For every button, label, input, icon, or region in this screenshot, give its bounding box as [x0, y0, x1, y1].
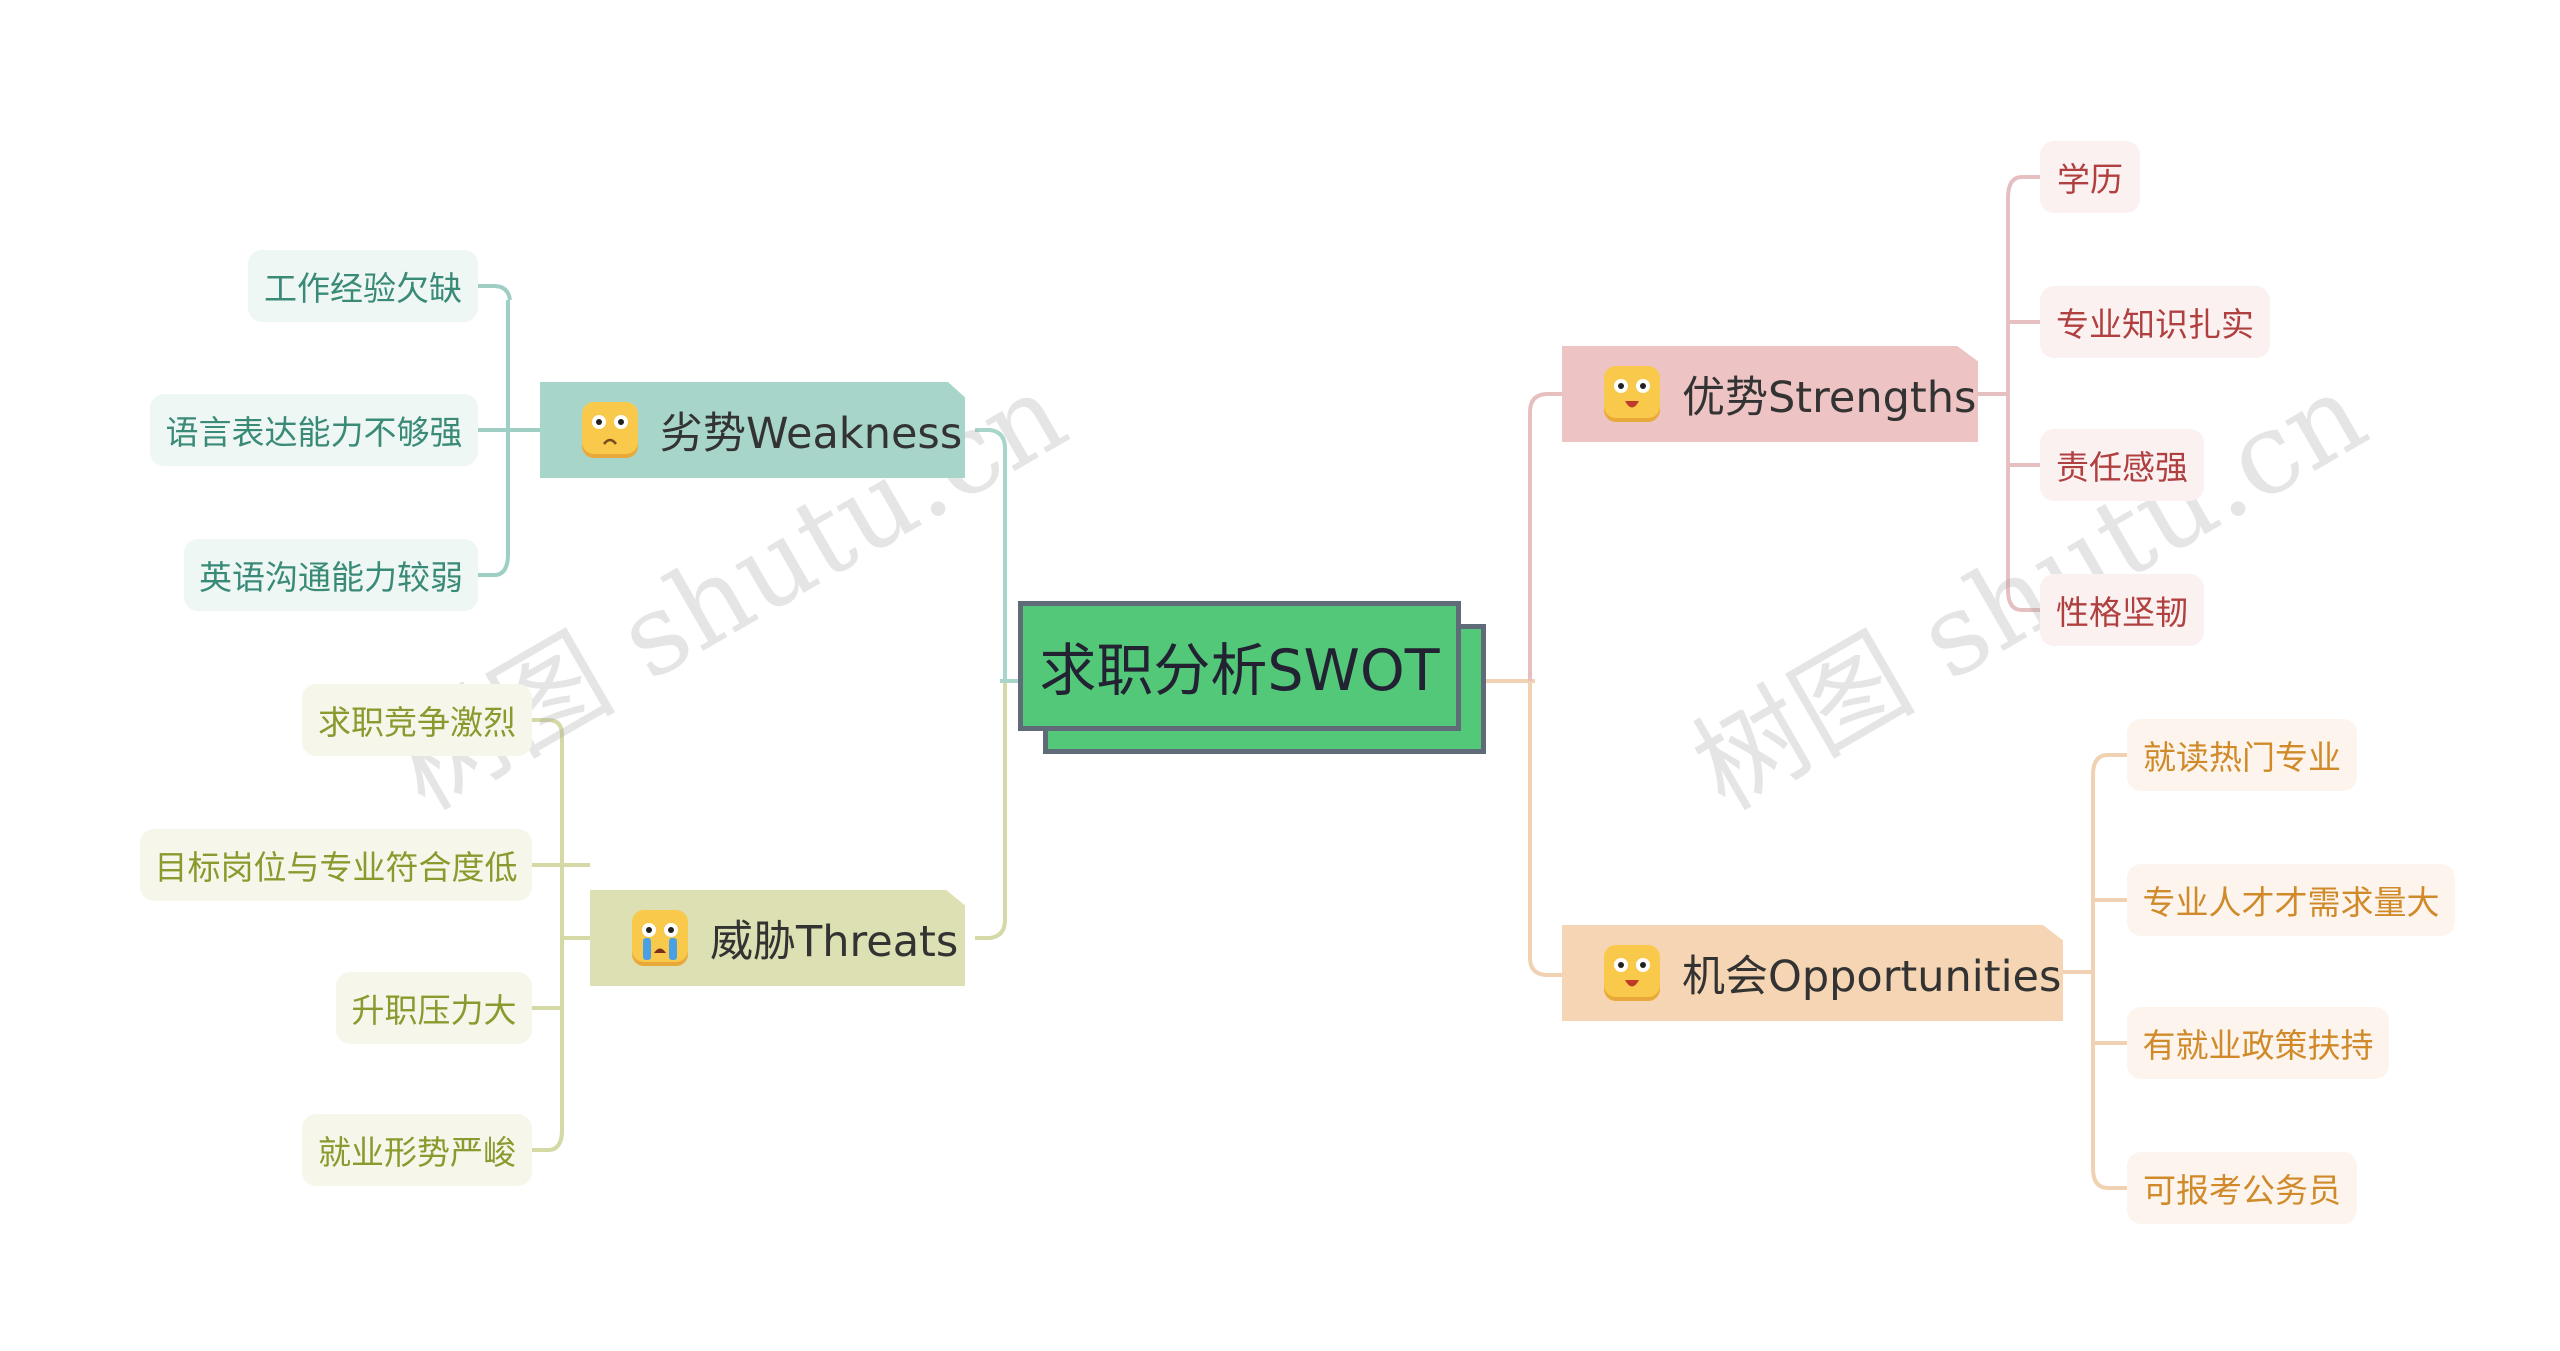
- leaf-label: 目标岗位与专业符合度低: [154, 848, 518, 887]
- leaf-weakness-2[interactable]: 语言表达能力不够强: [150, 394, 478, 466]
- leaf-label: 学历: [2057, 160, 2123, 199]
- leaf-label: 可报考公务员: [2143, 1171, 2341, 1210]
- leaf-opportunities-4[interactable]: 可报考公务员: [2127, 1152, 2357, 1224]
- topic-threats[interactable]: 威胁Threats: [590, 890, 965, 986]
- leaf-label: 升职压力大: [351, 991, 517, 1030]
- topic-opportunities[interactable]: 机会Opportunities: [1562, 925, 2063, 1021]
- leaf-opportunities-2[interactable]: 专业人才才需求量大: [2127, 864, 2455, 936]
- link-threats-trunk: [532, 718, 590, 1152]
- topic-strengths[interactable]: 优势Strengths: [1562, 346, 1978, 442]
- leaf-threats-3[interactable]: 升职压力大: [336, 972, 532, 1044]
- leaf-label: 就业形势严峻: [318, 1133, 516, 1172]
- leaf-label: 求职竞争激烈: [318, 703, 516, 742]
- leaf-label: 工作经验欠缺: [264, 269, 462, 308]
- link-center-weakness: [975, 428, 1007, 681]
- link-opportunities-trunk: [2063, 753, 2127, 1190]
- leaf-label: 就读热门专业: [2143, 738, 2341, 777]
- topic-strengths-label: 优势Strengths: [1682, 373, 1977, 423]
- leaf-strengths-1[interactable]: 学历: [2040, 141, 2140, 213]
- leaf-threats-1[interactable]: 求职竞争激烈: [302, 684, 532, 756]
- center-topic-label: 求职分析SWOT: [1039, 638, 1440, 704]
- center-topic[interactable]: 求职分析SWOT: [1018, 601, 1461, 731]
- leaf-strengths-2[interactable]: 专业知识扎实: [2040, 286, 2270, 358]
- link-center-opportunities: [1528, 681, 1562, 977]
- leaf-threats-4[interactable]: 就业形势严峻: [302, 1114, 532, 1186]
- leaf-label: 性格坚韧: [2056, 593, 2188, 632]
- link-weakness-trunk: [478, 284, 540, 577]
- leaf-label: 英语沟通能力较弱: [199, 558, 463, 597]
- topic-weakness[interactable]: 劣势Weakness: [540, 382, 965, 478]
- leaf-label: 专业人才才需求量大: [2142, 883, 2440, 922]
- leaf-opportunities-1[interactable]: 就读热门专业: [2127, 719, 2357, 791]
- link-strengths-trunk: [1978, 175, 2040, 612]
- leaf-weakness-1[interactable]: 工作经验欠缺: [248, 250, 478, 322]
- topic-threats-label: 威胁Threats: [710, 917, 959, 967]
- leaf-strengths-4[interactable]: 性格坚韧: [2040, 574, 2204, 646]
- worried-face-icon: [582, 402, 638, 458]
- leaf-opportunities-3[interactable]: 有就业政策扶持: [2127, 1007, 2389, 1079]
- leaf-strengths-3[interactable]: 责任感强: [2040, 429, 2204, 501]
- link-center-threats: [975, 681, 1007, 940]
- link-center-strengths: [1528, 392, 1562, 681]
- smiling-face-icon: [1604, 366, 1660, 422]
- leaf-threats-2[interactable]: 目标岗位与专业符合度低: [140, 829, 532, 901]
- leaf-weakness-3[interactable]: 英语沟通能力较弱: [184, 539, 478, 611]
- topic-weakness-label: 劣势Weakness: [660, 409, 963, 459]
- topic-opportunities-label: 机会Opportunities: [1682, 952, 2062, 1002]
- leaf-label: 责任感强: [2056, 448, 2188, 487]
- leaf-label: 语言表达能力不够强: [165, 413, 463, 452]
- happy-face-icon: [1604, 945, 1660, 1001]
- leaf-label: 有就业政策扶持: [2142, 1026, 2374, 1065]
- crying-face-icon: [632, 910, 688, 966]
- leaf-label: 专业知识扎实: [2056, 305, 2254, 344]
